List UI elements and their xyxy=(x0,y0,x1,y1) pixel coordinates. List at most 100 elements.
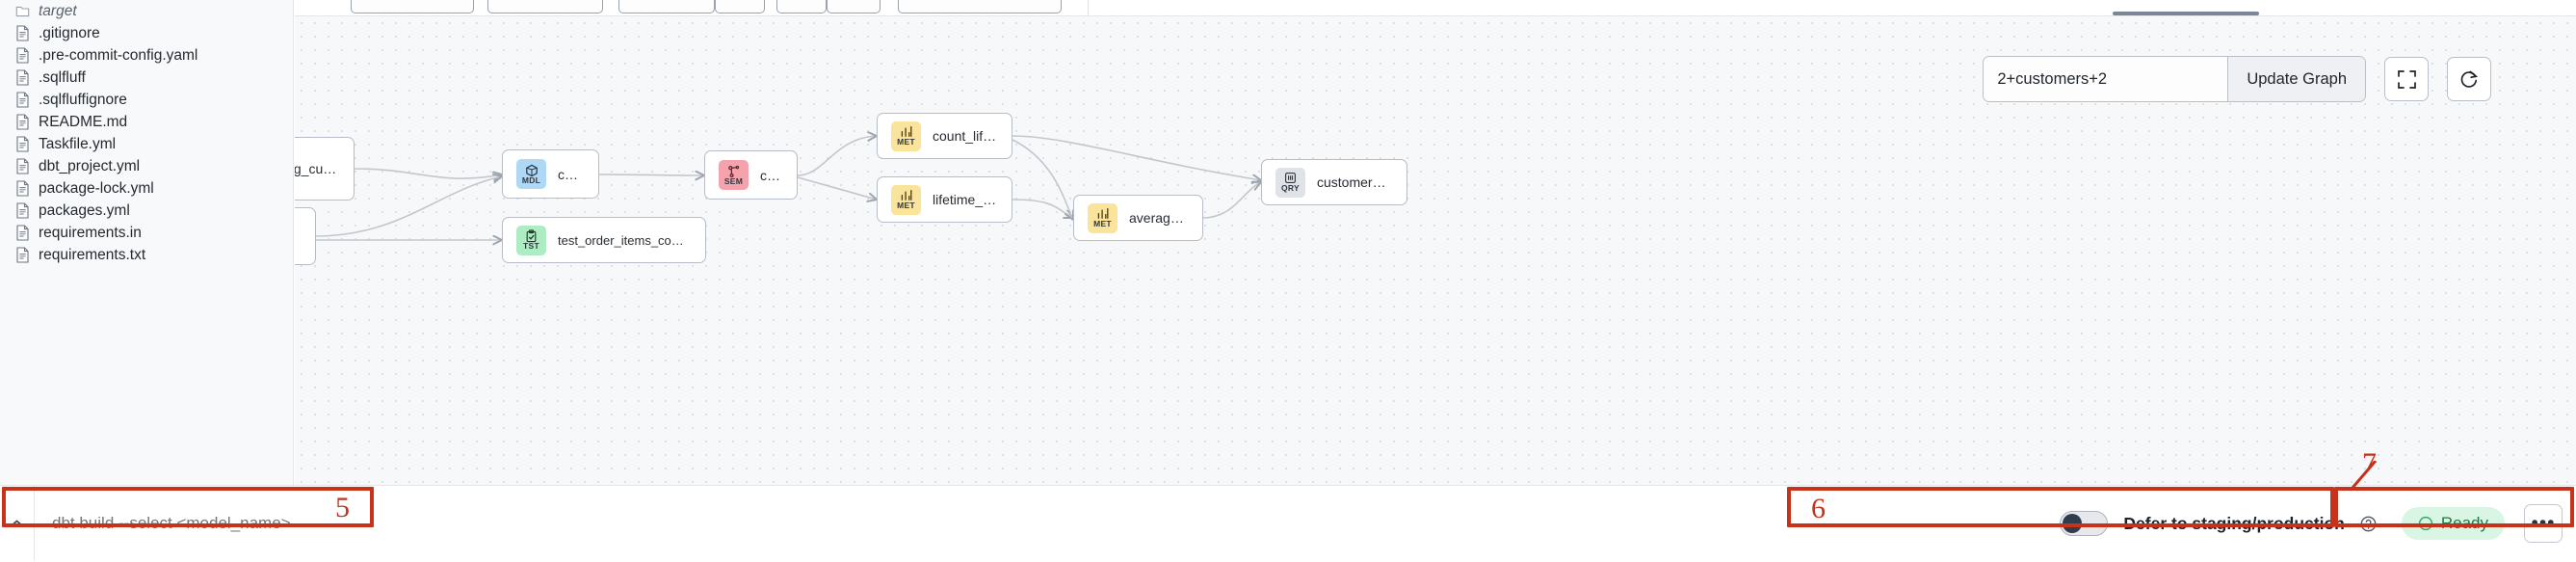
file-icon xyxy=(15,25,30,41)
node-type-label: TST xyxy=(523,241,539,252)
file-icon xyxy=(15,180,30,197)
node-label: orders xyxy=(295,228,302,244)
file-row[interactable]: Taskfile.yml xyxy=(0,133,293,155)
folder-icon xyxy=(15,3,30,19)
sem-icon xyxy=(727,165,741,177)
node-label: average_order_value xyxy=(1129,210,1189,226)
defer-toggle-switch[interactable] xyxy=(2060,511,2109,536)
file-name-label: README.md xyxy=(39,114,128,130)
file-icon xyxy=(15,69,30,86)
file-name-label: .sqlfluffignore xyxy=(39,92,127,108)
graph-node[interactable]: orders xyxy=(295,207,316,265)
node-type-badge-qry: QRY xyxy=(1275,167,1305,198)
toolbar-divider xyxy=(1088,0,1089,16)
graph-selector-group[interactable]: Update Graph xyxy=(1983,56,2366,102)
file-name-label: Taskfile.yml xyxy=(39,136,117,152)
file-row[interactable]: packages.yml xyxy=(0,200,293,222)
active-tab-indicator xyxy=(2113,12,2259,15)
node-type-label: MET xyxy=(897,137,915,147)
node-type-label: SEM xyxy=(723,175,744,186)
file-row[interactable]: requirements.in xyxy=(0,222,293,244)
status-badge[interactable]: Ready xyxy=(2401,507,2505,540)
file-icon xyxy=(15,225,30,241)
file-icon xyxy=(15,247,30,263)
file-icon xyxy=(15,136,30,152)
toggle-knob xyxy=(2063,514,2083,533)
command-input[interactable] xyxy=(35,485,372,562)
graph-node[interactable]: MDL customers xyxy=(502,149,599,199)
file-name-label: target xyxy=(39,3,77,19)
file-row[interactable]: .gitignore xyxy=(0,22,293,44)
node-label: tg_customers xyxy=(295,161,340,176)
file-row[interactable]: requirements.txt xyxy=(0,244,293,266)
node-label: customer_order_metrics xyxy=(1317,174,1393,190)
circle-icon xyxy=(2418,516,2433,531)
file-name-label: .gitignore xyxy=(39,25,100,41)
file-name-label: requirements.txt xyxy=(39,247,146,263)
toolbar-button-stub[interactable] xyxy=(898,0,1062,13)
file-row[interactable]: dbt_project.yml xyxy=(0,155,293,177)
node-type-badge-met: MET xyxy=(891,184,921,215)
graph-node[interactable]: SEM customers xyxy=(704,150,798,200)
annotation-number-5: 5 xyxy=(335,492,350,523)
file-icon xyxy=(15,114,30,130)
toolbar-button-stub[interactable] xyxy=(827,0,881,13)
node-type-label: MDL xyxy=(521,174,541,185)
graph-node[interactable]: QRY customer_order_metrics xyxy=(1261,159,1407,205)
file-row[interactable]: README.md xyxy=(0,111,293,133)
refresh-icon[interactable] xyxy=(2447,57,2491,101)
bottom-status-bar: Defer to staging/production Ready ••• xyxy=(0,485,2576,562)
node-label: customers xyxy=(558,166,585,182)
met-icon xyxy=(1096,207,1110,220)
graph-canvas[interactable]: Update Graph tg_customersorders MDL custom… xyxy=(295,16,2576,485)
node-label: test_order_items_compute_to_bools... xyxy=(558,232,692,248)
node-type-badge-sem: SEM xyxy=(719,160,749,190)
file-name-label: .pre-commit-config.yaml xyxy=(39,47,198,64)
node-label: customers xyxy=(760,167,783,183)
node-type-badge-met: MET xyxy=(891,120,921,151)
met-icon xyxy=(900,189,913,201)
graph-node[interactable]: tg_customers xyxy=(295,137,355,201)
file-name-label: .sqlfluff xyxy=(39,69,86,86)
toolbar-button-stub[interactable] xyxy=(487,0,603,13)
node-type-badge-tst: TST xyxy=(516,225,546,255)
toolbar-button-stub[interactable] xyxy=(776,0,827,13)
annotation-number-6: 6 xyxy=(1811,493,1826,524)
lineage-graph-pane[interactable]: Update Graph tg_customersorders MDL custom… xyxy=(295,0,2576,485)
node-type-label: QRY xyxy=(1280,183,1300,194)
toolbar-button-stub[interactable] xyxy=(715,0,765,13)
file-explorer-panel[interactable]: target .gitignore .pre-commit-config.yaml.… xyxy=(0,0,294,485)
graph-node[interactable]: TST test_order_items_compute_to_bools... xyxy=(502,217,706,263)
chevron-up-icon[interactable] xyxy=(0,486,35,561)
annotation-number-7: 7 xyxy=(2362,447,2377,479)
file-icon xyxy=(15,202,30,219)
graph-select-input[interactable] xyxy=(1984,57,2228,101)
status-label: Ready xyxy=(2440,514,2488,532)
file-name-label: dbt_project.yml xyxy=(39,158,141,174)
file-row[interactable]: target xyxy=(0,0,293,22)
graph-controls-toolbar[interactable]: Update Graph xyxy=(1983,56,2491,102)
file-row[interactable]: .sqlfluff xyxy=(0,67,293,89)
node-type-badge-mdl: MDL xyxy=(516,159,546,189)
update-graph-button[interactable]: Update Graph xyxy=(2227,57,2365,101)
defer-toggle-group[interactable]: Defer to staging/production xyxy=(2060,511,2401,536)
mdl-icon xyxy=(525,164,539,177)
met-icon xyxy=(900,125,913,138)
tst-icon xyxy=(525,229,538,243)
file-row[interactable]: package-lock.yml xyxy=(0,177,293,200)
file-icon xyxy=(15,158,30,174)
fullscreen-icon[interactable] xyxy=(2384,57,2429,101)
file-row[interactable]: .pre-commit-config.yaml xyxy=(0,44,293,67)
defer-label: Defer to staging/production xyxy=(2123,513,2345,533)
more-options-button[interactable]: ••• xyxy=(2524,504,2563,543)
file-name-label: package-lock.yml xyxy=(39,180,154,197)
file-row[interactable]: .sqlfluffignore xyxy=(0,89,293,111)
toolbar-button-stub[interactable] xyxy=(351,0,474,13)
help-circle-icon[interactable] xyxy=(2360,516,2377,532)
node-type-label: MET xyxy=(897,201,915,211)
toolbar-button-stub[interactable] xyxy=(618,0,715,13)
file-name-label: requirements.in xyxy=(39,225,142,241)
